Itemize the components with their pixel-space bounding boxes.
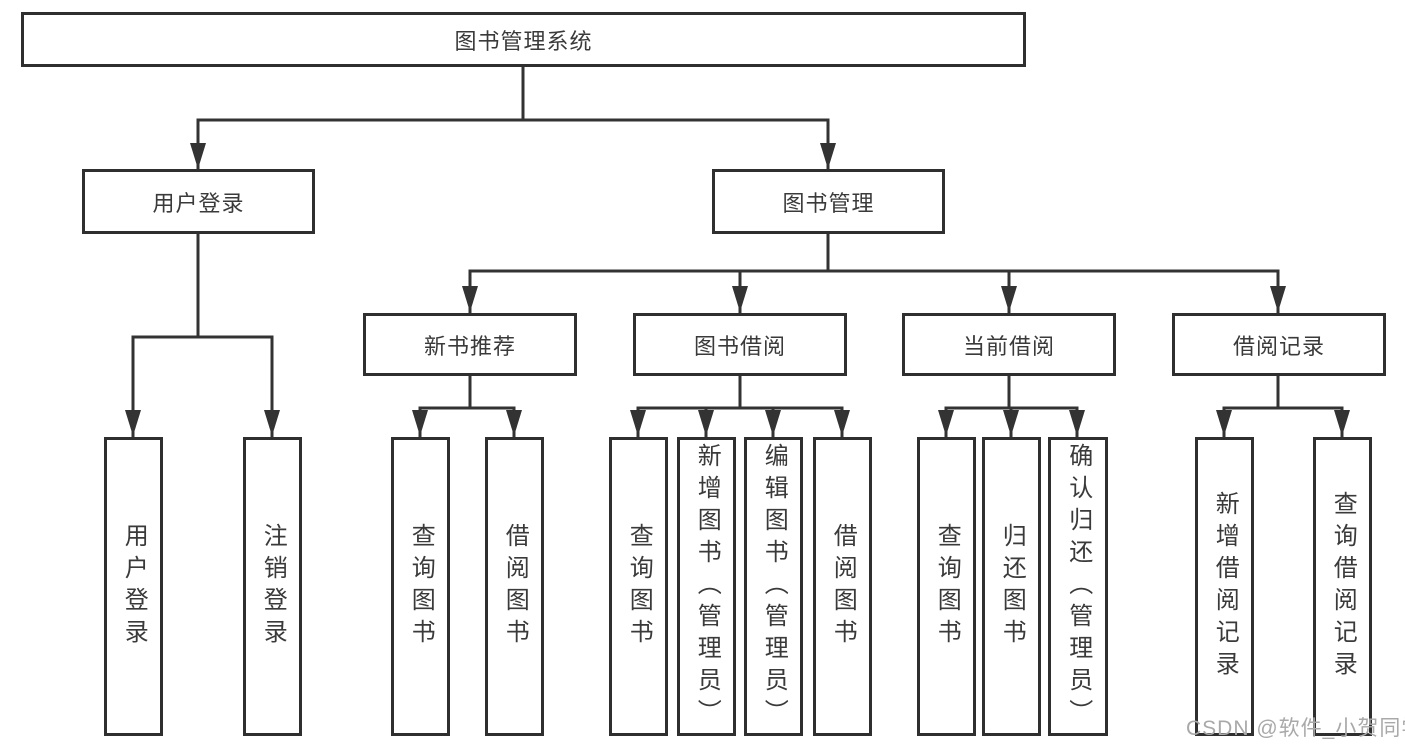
leaf-label: 注销登录 (259, 522, 287, 651)
arrow-down-icon (732, 286, 748, 312)
leaf-label: 查询图书 (933, 522, 961, 651)
node-label: 图书借阅 (693, 333, 786, 359)
node-user-login: 用户登录 (82, 169, 315, 234)
connector-path (1222, 376, 1344, 437)
node-current-borrowing: 当前借阅 (902, 313, 1116, 376)
arrow-down-icon (506, 410, 522, 436)
arrow-down-icon (125, 410, 141, 436)
leaf-label: 新增图书（管理员） (693, 442, 721, 731)
node-library-management-system: 图书管理系统 (21, 12, 1026, 67)
node-borrow-records: 借阅记录 (1172, 313, 1386, 376)
arrow-down-icon (630, 410, 646, 436)
connector-path (418, 376, 516, 437)
leaf-label: 查询借阅记录 (1329, 490, 1357, 683)
arrow-down-icon (1001, 286, 1017, 312)
node-label: 图书管理 (782, 190, 875, 216)
connector-path (636, 376, 844, 437)
connector-path (468, 234, 1280, 313)
leaf-label: 归还图书 (998, 522, 1026, 651)
leaf-edit-books-admin: 编辑图书（管理员） (744, 437, 803, 736)
arrow-down-icon (412, 410, 428, 436)
leaf-user-login: 用户登录 (104, 437, 163, 736)
connector-path (131, 234, 274, 437)
leaf-label: 新增借阅记录 (1211, 490, 1239, 683)
leaf-label: 借阅图书 (501, 522, 529, 651)
leaf-label: 查询图书 (407, 522, 435, 651)
arrow-down-icon (820, 143, 836, 169)
connector-path (196, 66, 830, 169)
arrow-down-icon (698, 410, 714, 436)
arrow-down-icon (1334, 410, 1350, 436)
watermark: CSDN @软件_小贺同学 (1186, 717, 1405, 740)
leaf-label: 编辑图书（管理员） (760, 442, 788, 731)
leaf-label: 查询图书 (625, 522, 653, 651)
arrow-down-icon (938, 410, 954, 436)
arrow-down-icon (264, 410, 280, 436)
arrow-down-icon (1216, 410, 1232, 436)
leaf-label: 用户登录 (120, 522, 148, 651)
arrow-down-icon (190, 143, 206, 169)
arrow-down-icon (462, 286, 478, 312)
node-label: 当前借阅 (962, 333, 1055, 359)
leaf-query-books-recommend: 查询图书 (391, 437, 450, 736)
arrow-down-icon (834, 410, 850, 436)
arrow-down-icon (1003, 410, 1019, 436)
leaf-return-books: 归还图书 (982, 437, 1041, 736)
arrow-down-icon (1270, 286, 1286, 312)
leaf-query-books-current: 查询图书 (917, 437, 976, 736)
leaf-logout-login: 注销登录 (243, 437, 302, 736)
leaf-label: 借阅图书 (829, 522, 857, 651)
node-label: 图书管理系统 (454, 28, 593, 54)
leaf-add-borrow-record: 新增借阅记录 (1195, 437, 1254, 736)
node-new-book-recommend: 新书推荐 (363, 313, 577, 376)
leaf-query-books-borrowing: 查询图书 (609, 437, 668, 736)
node-label: 借阅记录 (1232, 333, 1325, 359)
leaf-borrow-books-recommend: 借阅图书 (485, 437, 544, 736)
arrow-down-icon (765, 410, 781, 436)
leaf-query-borrow-record: 查询借阅记录 (1313, 437, 1372, 736)
node-label: 用户登录 (152, 190, 245, 216)
node-book-borrowing: 图书借阅 (633, 313, 847, 376)
leaf-label: 确认归还（管理员） (1064, 442, 1092, 731)
leaf-add-books-admin: 新增图书（管理员） (677, 437, 736, 736)
arrow-down-icon (1069, 410, 1085, 436)
node-label: 新书推荐 (423, 333, 516, 359)
node-book-management: 图书管理 (712, 169, 945, 234)
leaf-confirm-return-admin: 确认归还（管理员） (1048, 437, 1108, 736)
leaf-borrow-books-borrowing: 借阅图书 (813, 437, 872, 736)
